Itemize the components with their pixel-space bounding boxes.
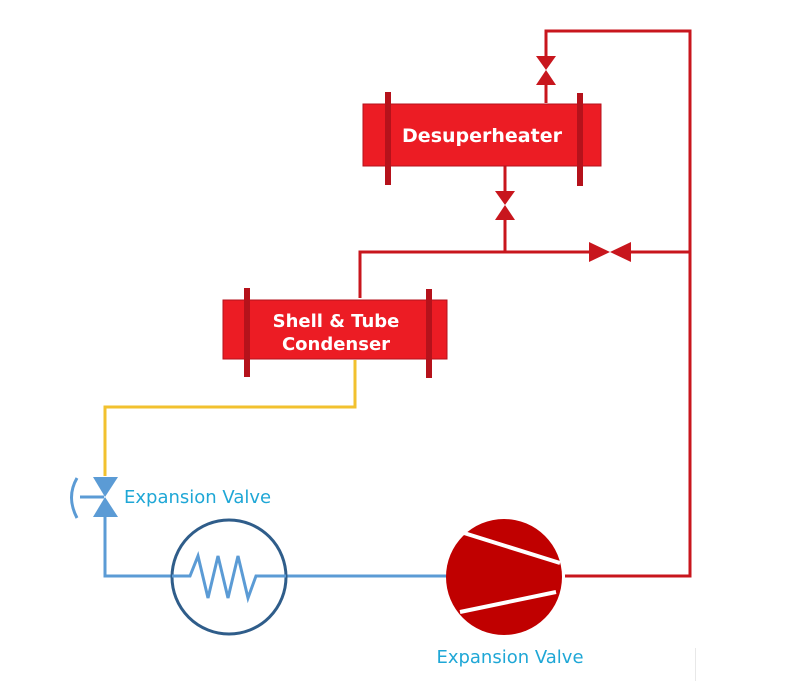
condenser-shell [222, 299, 448, 360]
desuperheater[interactable]: Desuperheater [362, 92, 602, 186]
gate-valve-icon [495, 205, 515, 220]
gate-valve-icon [589, 242, 610, 262]
discharge-line [544, 29, 692, 578]
edge-divider [695, 648, 696, 681]
desuperheater-label: Desuperheater [402, 125, 563, 147]
condenser-label-line1: Shell & Tube [273, 311, 400, 332]
condenser-flange-left [244, 288, 250, 377]
expansion-valve-icon [93, 477, 118, 497]
gate-valve-icon [536, 70, 556, 85]
evaporator-inlet-line [103, 517, 172, 578]
compressor-blade-upper [463, 531, 561, 565]
expansion-valve-label: Expansion Valve [124, 487, 271, 508]
compressor[interactable] [446, 519, 562, 635]
condenser-label-line2: Condenser [282, 334, 390, 355]
desuperheater-outlet-valve[interactable] [536, 56, 556, 85]
liquid-line [103, 360, 357, 476]
hot-gas-piping [358, 29, 692, 578]
valve-actuator-icon [70, 477, 79, 519]
gate-valve-icon [536, 56, 556, 70]
compressor-blade-lower [459, 590, 557, 614]
compressor-label: Expansion Valve [436, 647, 583, 668]
evaporator-coil-icon [172, 551, 286, 604]
expansion-valve-icon-lower [93, 497, 118, 517]
compressor-icon [446, 519, 562, 635]
condenser[interactable]: Shell & Tube Condenser [222, 288, 448, 378]
header-line [358, 250, 590, 298]
desuperheater-inlet-valve[interactable] [495, 191, 515, 220]
condenser-flange-right [426, 289, 432, 378]
desuperheater-shell [362, 103, 602, 167]
expansion-valve[interactable] [70, 477, 119, 519]
gate-valve-icon [610, 242, 631, 262]
desuperheater-flange-left [385, 92, 391, 185]
bypass-valve[interactable] [589, 242, 631, 262]
gate-valve-icon [495, 191, 515, 205]
evaporator[interactable] [170, 518, 288, 636]
desuperheater-flange-right [577, 93, 583, 186]
